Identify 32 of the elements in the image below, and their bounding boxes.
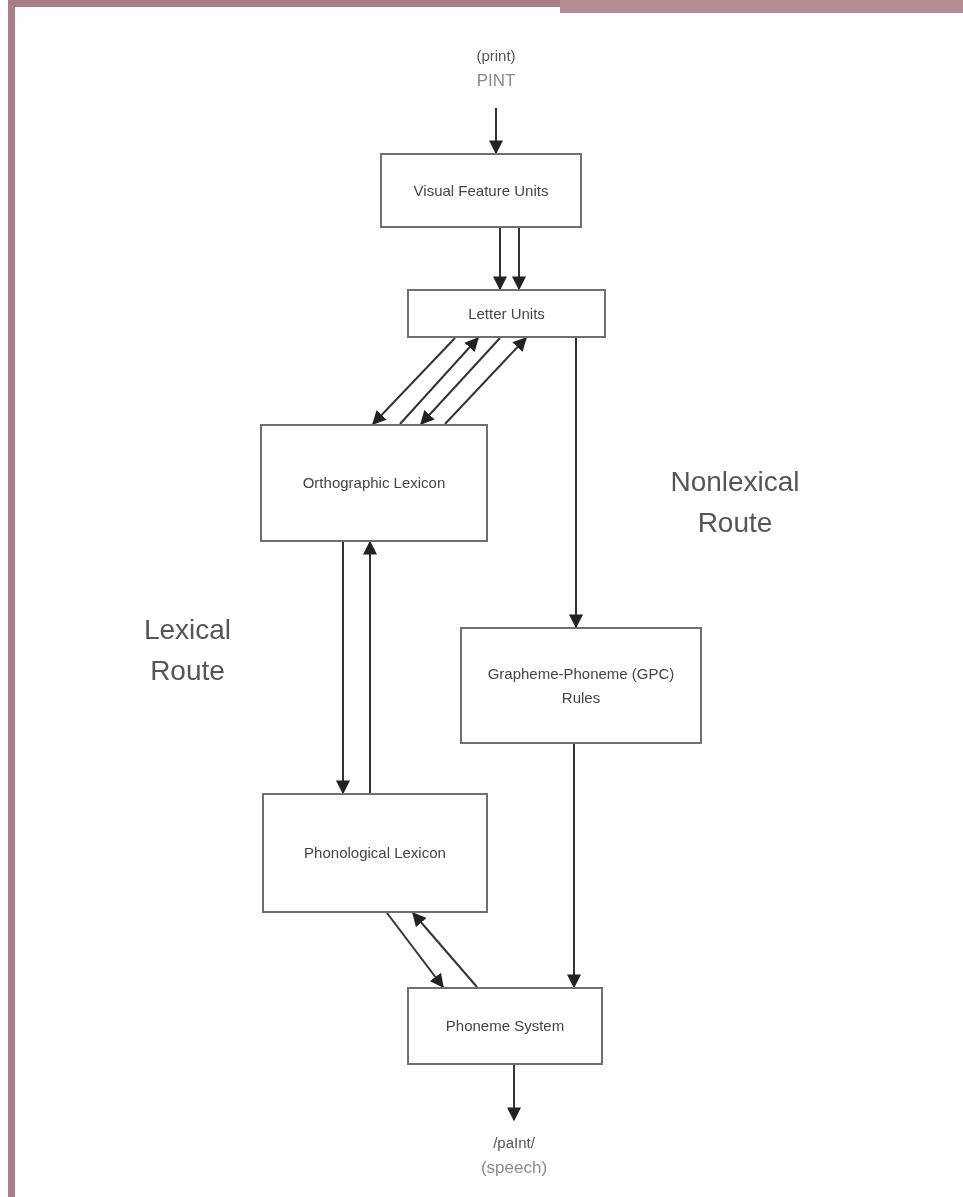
arrow	[493, 227, 507, 291]
arrow	[363, 540, 377, 794]
box-label: Orthographic Lexicon	[302, 473, 446, 493]
arrow	[386, 912, 444, 989]
arrow	[372, 337, 456, 425]
arrow	[399, 336, 479, 425]
arrow	[489, 107, 503, 155]
box-label: Letter Units	[468, 303, 545, 324]
route-label: Nonlexical Route	[669, 465, 801, 540]
process-box	[460, 627, 702, 744]
io-text: /paInt/	[493, 1134, 535, 1153]
box-label: Phonological Lexicon	[304, 843, 446, 863]
arrow	[512, 227, 526, 291]
process-box	[262, 793, 488, 913]
arrow	[569, 337, 583, 629]
arrow	[336, 541, 350, 795]
box-label: Phoneme System	[445, 1016, 565, 1036]
process-box	[407, 289, 606, 338]
io-text: PINT	[476, 69, 516, 91]
arrow	[420, 337, 501, 426]
arrow	[412, 911, 478, 988]
arrow	[507, 1064, 521, 1122]
io-text: (speech)	[480, 1156, 548, 1178]
box-label: Visual Feature Units	[413, 180, 549, 201]
arrow	[444, 337, 527, 425]
process-box	[407, 987, 603, 1065]
io-text: (print)	[476, 47, 516, 66]
route-label: Lexical Route	[142, 613, 233, 688]
box-label: Grapheme-Phoneme (GPC) Rules	[486, 663, 676, 708]
arrow	[567, 743, 581, 989]
process-box	[260, 424, 488, 542]
process-box	[380, 153, 582, 228]
